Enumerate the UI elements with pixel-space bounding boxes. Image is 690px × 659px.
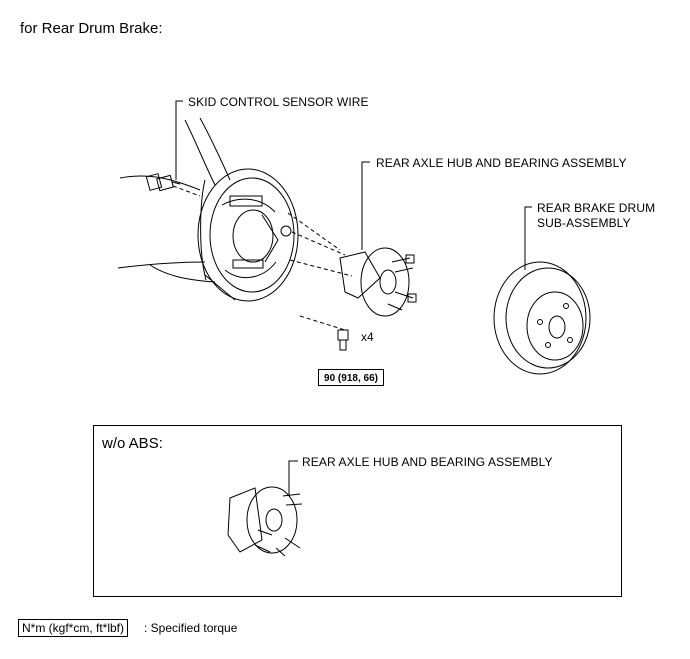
inset-label-rear-axle-hub: REAR AXLE HUB AND BEARING ASSEMBLY xyxy=(302,455,553,469)
bolt-quantity: x4 xyxy=(361,330,374,344)
inset-rear-axle-hub-icon xyxy=(227,486,303,557)
hub-bolt-icon xyxy=(337,329,349,351)
inset-panel xyxy=(93,425,622,597)
inset-title: w/o ABS: xyxy=(102,435,163,452)
legend-description: : Specified torque xyxy=(144,621,238,635)
rear-axle-hub-icon xyxy=(339,247,417,317)
brake-drum-icon xyxy=(493,261,591,375)
label-skid-control-sensor-wire: SKID CONTROL SENSOR WIRE xyxy=(188,95,369,109)
label-rear-axle-hub: REAR AXLE HUB AND BEARING ASSEMBLY xyxy=(376,156,627,170)
sensor-connector-icon xyxy=(145,173,181,192)
page-heading: for Rear Drum Brake: xyxy=(20,20,163,37)
label-rear-brake-drum-line2: SUB-ASSEMBLY xyxy=(537,216,631,230)
torque-spec-box: 90 (918, 66) xyxy=(318,369,384,386)
brake-backing-plate-icon xyxy=(197,168,299,302)
label-rear-brake-drum-line1: REAR BRAKE DRUM xyxy=(537,201,656,215)
legend-torque-unit-box: N*m (kgf*cm, ft*lbf) xyxy=(18,619,129,637)
